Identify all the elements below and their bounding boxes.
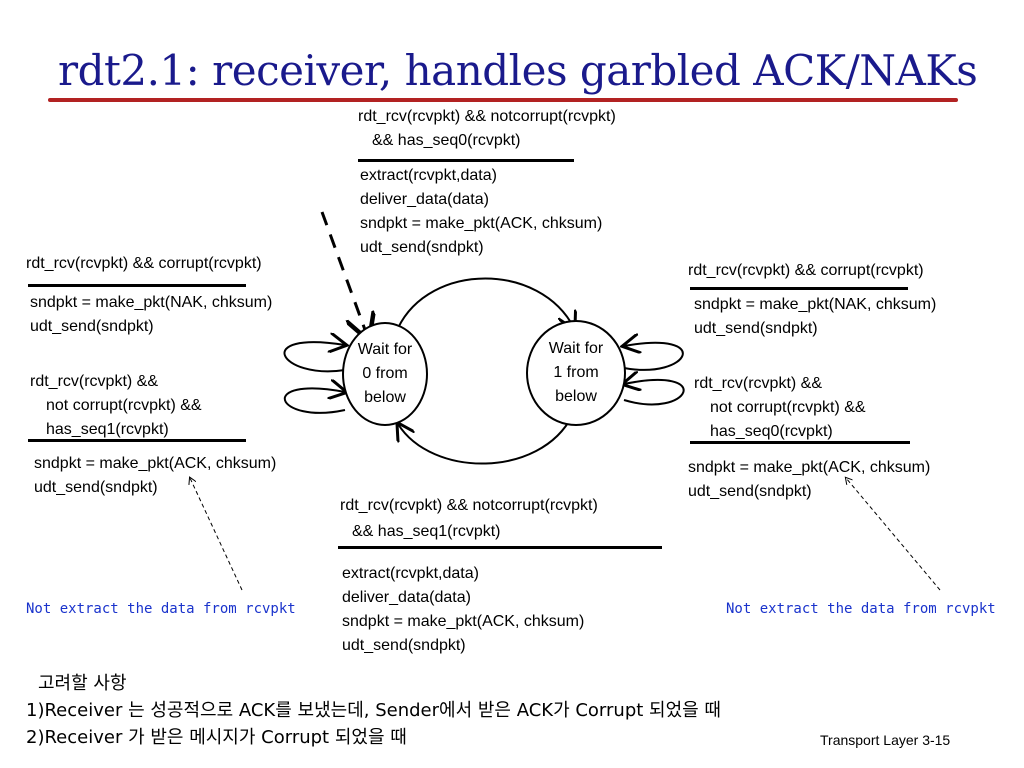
bottom-action-1: extract(rcvpkt,data) [342,565,479,582]
considerations-item-1: 1)Receiver 는 성공적으로 ACK를 보냈는데, Sender에서 받… [26,700,721,721]
top-event-line1: rdt_rcv(rcvpkt) && notcorrupt(rcvpkt) [358,108,616,125]
right-corrupt-action-1: sndpkt = make_pkt(NAK, chksum) [694,296,937,313]
state-wait0-line1: Wait for [357,341,413,358]
right-corrupt-rule [690,287,908,290]
left-seq-event-3: has_seq1(rcvpkt) [46,421,169,438]
right-corrupt-action-2: udt_send(sndpkt) [694,320,818,337]
bottom-transition-arrow [398,415,573,465]
state-wait1-line3: below [555,388,597,405]
top-action-2: deliver_data(data) [360,191,489,208]
left-self-loop-bottom [283,388,345,414]
bottom-event-line1: rdt_rcv(rcvpkt) && notcorrupt(rcvpkt) [340,497,598,514]
right-seq-event-2: not corrupt(rcvpkt) && [710,399,866,416]
slide-footer: Transport Layer 3-15 [820,732,951,748]
state-wait-for-0: Wait for 0 from below [342,322,428,426]
right-self-loop-bottom [624,380,685,406]
left-seq-action-1: sndpkt = make_pkt(ACK, chksum) [34,455,277,472]
state-wait0-line2: 0 from [362,365,408,382]
top-transition-rule [358,159,574,162]
bottom-action-4: udt_send(sndpkt) [342,637,466,654]
top-transition-arrow [397,277,574,329]
considerations-item-2: 2)Receiver 가 받은 메시지가 Corrupt 되었을 때 [26,727,407,748]
bottom-transition-rule [338,546,662,549]
considerations-heading: 고려할 사항 [38,673,127,694]
left-corrupt-action-1: sndpkt = make_pkt(NAK, chksum) [30,294,273,311]
top-action-3: sndpkt = make_pkt(ACK, chksum) [360,215,603,232]
right-seq-rule [690,441,910,444]
right-seq-action-2: udt_send(sndpkt) [688,483,812,500]
left-corrupt-event: rdt_rcv(rcvpkt) && corrupt(rcvpkt) [26,255,262,272]
right-note-connector [846,478,941,591]
left-note-connector [190,478,243,591]
left-seq-rule [28,439,246,442]
left-corrupt-action-2: udt_send(sndpkt) [30,318,154,335]
right-seq-action-1: sndpkt = make_pkt(ACK, chksum) [688,459,931,476]
bottom-action-2: deliver_data(data) [342,589,471,606]
left-corrupt-rule [28,284,246,287]
right-note: Not extract the data from rcvpkt [726,601,996,617]
state-wait1-line1: Wait for [548,340,604,357]
right-self-loop-top [624,343,684,371]
left-seq-event-1: rdt_rcv(rcvpkt) && [30,373,159,390]
right-seq-event-1: rdt_rcv(rcvpkt) && [694,375,823,392]
title-underline [48,98,958,102]
state-wait1-line2: 1 from [553,364,599,381]
left-self-loop-top [283,342,345,373]
bottom-action-3: sndpkt = make_pkt(ACK, chksum) [342,613,585,630]
bottom-event-line2: && has_seq1(rcvpkt) [352,523,501,540]
top-event-line2: && has_seq0(rcvpkt) [372,132,521,149]
state-wait-for-1: Wait for 1 from below [526,320,626,426]
left-seq-action-2: udt_send(sndpkt) [34,479,158,496]
right-seq-event-3: has_seq0(rcvpkt) [710,423,833,440]
slide-title: rdt2.1: receiver, handles garbled ACK/NA… [58,46,978,95]
left-note: Not extract the data from rcvpkt [26,601,296,617]
right-corrupt-event: rdt_rcv(rcvpkt) && corrupt(rcvpkt) [688,262,924,279]
top-action-4: udt_send(sndpkt) [360,239,484,256]
top-action-1: extract(rcvpkt,data) [360,167,497,184]
state-wait0-line3: below [364,389,406,406]
left-seq-event-2: not corrupt(rcvpkt) && [46,397,202,414]
